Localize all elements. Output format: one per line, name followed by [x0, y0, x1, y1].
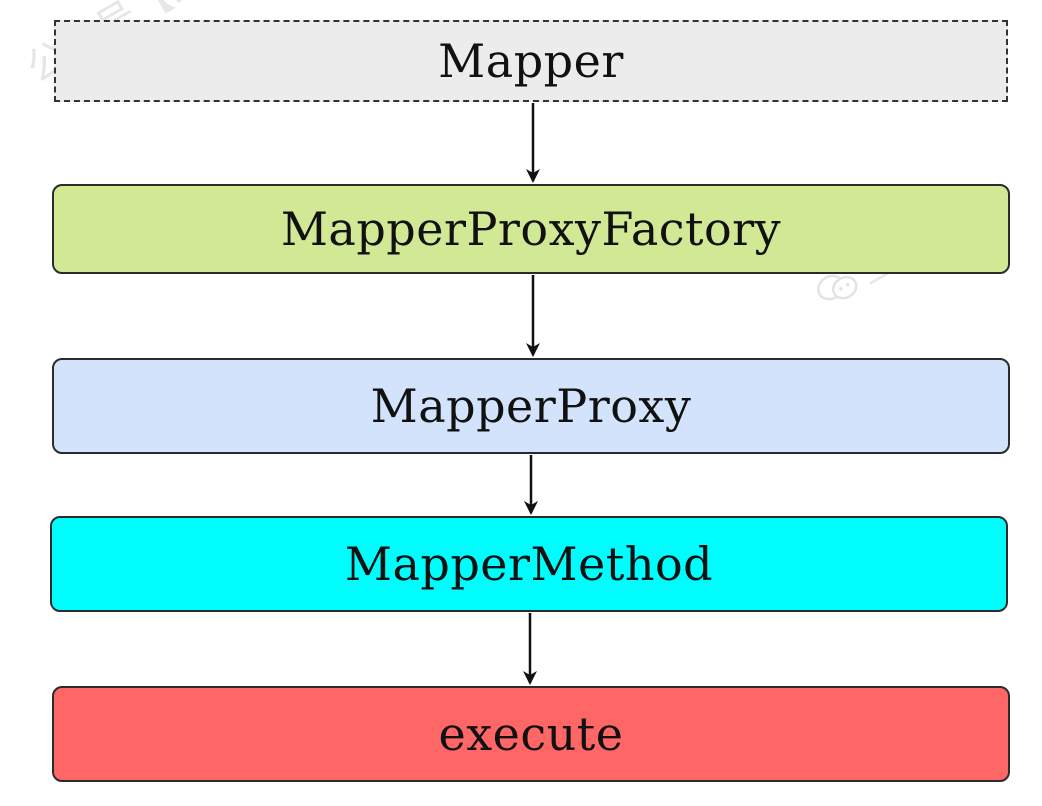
mapper-method-label: MapperMethod — [344, 537, 714, 591]
mapper-proxy-factory-node: MapperProxyFactory — [52, 184, 1010, 274]
mapper-proxy-node: MapperProxy — [52, 358, 1010, 454]
mapper-proxy-factory-label: MapperProxyFactory — [280, 202, 782, 256]
mapper-label: Mapper — [438, 34, 624, 88]
mapper-method-node: MapperMethod — [50, 516, 1008, 612]
mapper-proxy-label: MapperProxy — [370, 379, 692, 433]
execute-label: execute — [438, 707, 624, 761]
mapper-node: Mapper — [54, 20, 1008, 102]
execute-node: execute — [52, 686, 1010, 782]
